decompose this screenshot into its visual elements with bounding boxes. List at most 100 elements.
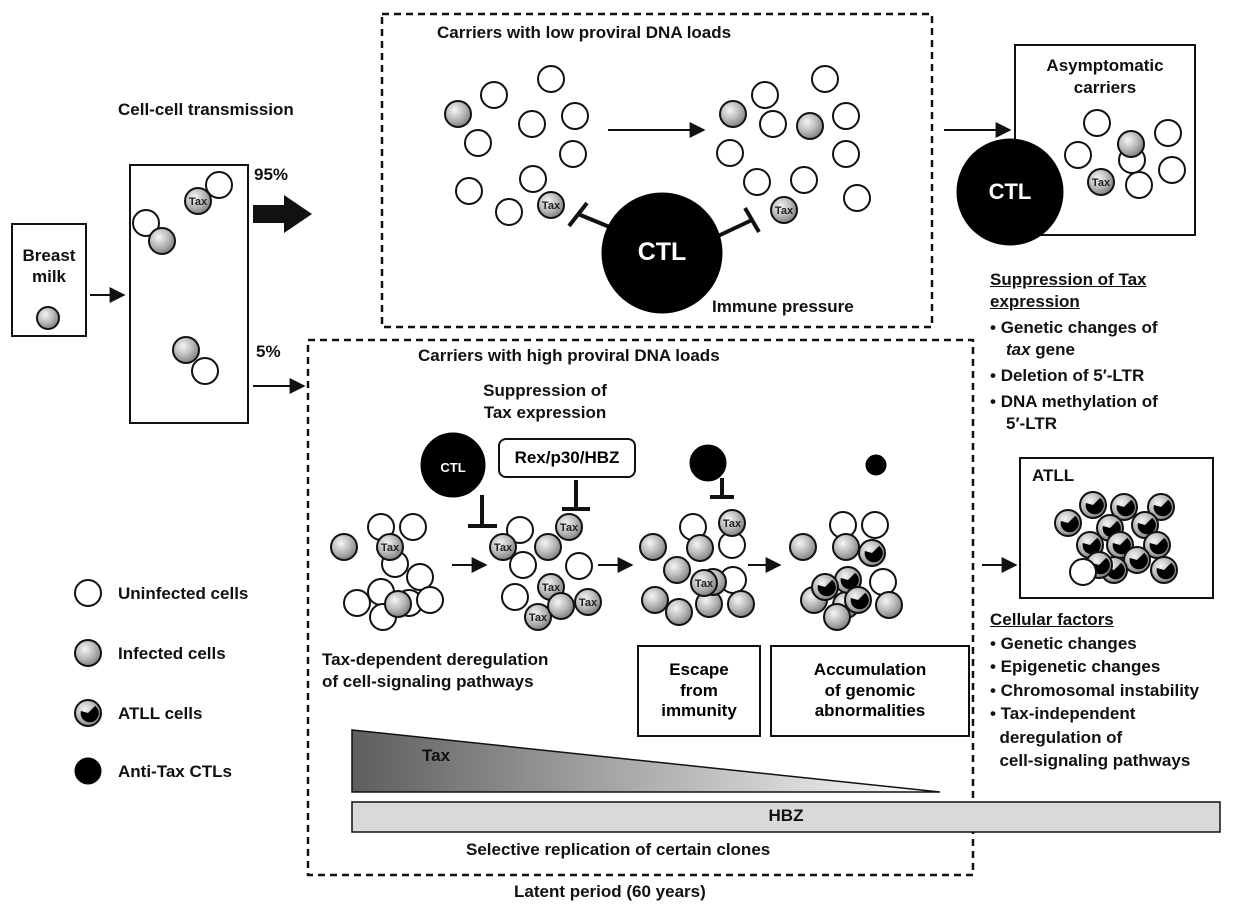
tax-tag: Tax	[1092, 177, 1111, 189]
infected-cell	[1087, 168, 1115, 196]
atll-cell-icon	[74, 699, 102, 727]
high-load-title: Carriers with high proviral DNA loads	[418, 346, 720, 365]
tax-dependent-1: Tax-dependent deregulation	[322, 650, 549, 669]
transmission-box	[129, 164, 249, 424]
uninfected-cell	[406, 563, 434, 591]
uninfected-cell	[1158, 156, 1186, 184]
uninfected-cell	[519, 165, 547, 193]
uninfected-cell	[1083, 109, 1111, 137]
uninfected-cell	[1125, 171, 1153, 199]
uninfected-cell	[559, 140, 587, 168]
rex-box: Rex/p30/HBZ	[498, 438, 636, 478]
ctl-label: CTL	[638, 238, 687, 266]
ctl-label: CTL	[440, 460, 465, 475]
atll-cell	[858, 539, 886, 567]
infected-cell	[719, 100, 747, 128]
cellular-item: • Tax-independent	[990, 704, 1136, 724]
infected-cell	[832, 533, 860, 561]
uninfected-cell	[191, 357, 219, 385]
legend-label-atll: ATLL cells	[118, 704, 203, 723]
hbz-bar	[351, 801, 1221, 833]
uninfected-cell	[495, 198, 523, 226]
ctl-cell	[601, 192, 723, 314]
infected-cell	[489, 533, 517, 561]
tax-tag: Tax	[494, 542, 513, 554]
uninfected-cell	[843, 184, 871, 212]
uninfected-cell	[509, 551, 537, 579]
asymptomatic-label-2: carriers	[1073, 78, 1137, 97]
uninfected-cell	[464, 129, 492, 157]
infected-cell	[36, 306, 60, 330]
uninfected-cell	[811, 65, 839, 93]
infected-cell	[524, 603, 552, 631]
tax-tag: Tax	[723, 518, 742, 530]
breast-milk-label-1: Breast	[22, 246, 76, 265]
atll-box	[1019, 457, 1214, 599]
atll-cell	[1150, 556, 1178, 584]
uninfected-cell	[537, 65, 565, 93]
tax-tag: Tax	[542, 200, 561, 212]
cellular-item: deregulation of	[990, 727, 1123, 747]
uninfected-cell	[751, 81, 779, 109]
atll-cell	[1131, 511, 1159, 539]
uninfected-cell	[1064, 141, 1092, 169]
suppression-item-1-cont: tax gene	[1006, 340, 1075, 359]
infected-cell	[663, 556, 691, 584]
uninfected-cell	[132, 209, 160, 237]
tax-tag: Tax	[579, 597, 598, 609]
uninfected-cell	[1069, 558, 1097, 586]
infected-cell	[537, 191, 565, 219]
breast-milk-label-2: milk	[31, 267, 67, 286]
uninfected-cell	[1154, 119, 1182, 147]
infected-cell	[330, 533, 358, 561]
cellular-factors-title: Cellular factors	[990, 610, 1114, 629]
uninfected-cell	[743, 168, 771, 196]
uninfected-cell	[455, 177, 483, 205]
pct95-label: 95%	[254, 165, 289, 184]
arrow-95-bold	[253, 195, 312, 233]
atll-cell	[1110, 493, 1138, 521]
suppression-mid-2: Tax expression	[483, 403, 607, 422]
uninfected-cell	[861, 511, 889, 539]
infected-cell	[770, 196, 798, 224]
breast-milk-box	[11, 223, 87, 337]
infected-cell	[727, 590, 755, 618]
infected-cell	[534, 533, 562, 561]
tax-dependent-2: of cell-signaling pathways	[322, 672, 534, 691]
infected-cell	[384, 590, 412, 618]
uninfected-cell	[759, 110, 787, 138]
infected-cell	[376, 533, 404, 561]
atll-cell	[1054, 509, 1082, 537]
latent-label: Latent period (60 years)	[514, 882, 706, 901]
uninfected-cell	[790, 166, 818, 194]
uninfected-cell	[832, 140, 860, 168]
legend-label-ctl: Anti-Tax CTLs	[118, 762, 232, 781]
uninfected-cell	[399, 513, 427, 541]
infected-cell	[641, 586, 669, 614]
infected-cell	[665, 598, 693, 626]
ctl-cell	[420, 432, 486, 498]
suppression-item-3-cont: 5′-LTR	[1006, 414, 1057, 433]
suppression-item-1: • Genetic changes of	[990, 318, 1158, 337]
suppression-item-2: • Deletion of 5′-LTR	[990, 366, 1145, 385]
legend-label-infected: Infected cells	[118, 644, 226, 663]
infected-cell	[148, 227, 176, 255]
suppression-right-title-1: Suppression of Tax	[990, 270, 1147, 289]
immune-pressure-label: Immune pressure	[712, 297, 854, 316]
uninfected-cell	[518, 110, 546, 138]
tax-tag: Tax	[695, 578, 714, 590]
infected-cell	[574, 588, 602, 616]
atll-cell	[1123, 546, 1151, 574]
legend-label-uninfected: Uninfected cells	[118, 584, 249, 603]
atll-cell	[1147, 493, 1175, 521]
infected-cell	[555, 513, 583, 541]
uninfected-cell	[561, 102, 589, 130]
uninfected-cell	[832, 102, 860, 130]
ctl-cell	[865, 454, 887, 476]
infected-cell	[172, 336, 200, 364]
infected-cell	[789, 533, 817, 561]
pct5-label: 5%	[256, 342, 281, 361]
cellular-factors-list: • Genetic changes • Epigenetic changes •…	[990, 634, 1199, 771]
infected-cell	[444, 100, 472, 128]
